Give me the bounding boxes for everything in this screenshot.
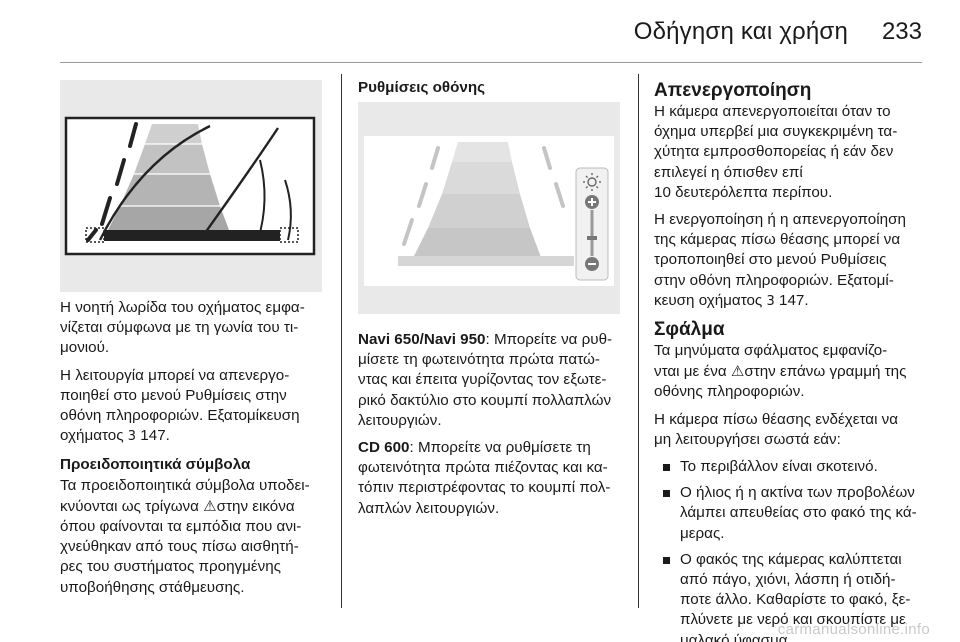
fault-paragraph: Τα μηνύματα σφάλματος εμφανίζο- νται με … bbox=[654, 341, 934, 403]
activation-text: Η ενεργοποίηση ή η απενεργοποίηση της κά… bbox=[654, 211, 906, 309]
warning-text-before: Τα προειδοποιητικά σύμβολα υποδει- κνύον… bbox=[60, 476, 310, 515]
header-divider bbox=[60, 62, 922, 63]
disable-text: Η λειτουργία μπορεί να απενεργο- ποιηθεί… bbox=[60, 366, 300, 445]
display-settings-heading: Ρυθμίσεις οθόνης bbox=[358, 79, 486, 96]
brightness-sun-icon bbox=[583, 173, 601, 191]
brightness-settings-figure bbox=[358, 102, 620, 314]
deactivation-heading: Απενεργοποίηση bbox=[654, 80, 812, 101]
navi-paragraph: Navi 650/Navi 950: Μπορείτε να ρυθ- μίσε… bbox=[358, 330, 632, 431]
column-2: Ρυθμίσεις οθόνης bbox=[358, 78, 628, 98]
page-reference-icon: 3 bbox=[127, 429, 137, 445]
disable-paragraph: Η λειτουργία μπορεί να απενεργο- ποιηθεί… bbox=[60, 366, 338, 448]
warning-triangle-icon: ⚠ bbox=[730, 362, 745, 381]
brightness-slider-handle bbox=[587, 236, 597, 240]
deactivation-paragraph: Η κάμερα απενεργοποιείται όταν το όχημα … bbox=[654, 103, 898, 201]
rear-camera-guidelines-illustration bbox=[60, 80, 322, 292]
malfunction-intro: Η κάμερα πίσω θέασης ενδέχεται να μη λει… bbox=[654, 410, 899, 448]
list-item: Ο ήλιος ή η ακτίνα των προβολέων λάμπει … bbox=[654, 483, 934, 544]
cd600-text: : Μπορείτε να ρυθμίσετε τη φωτεινότητα π… bbox=[358, 439, 611, 517]
warning-symbols-paragraph: Τα προειδοποιητικά σύμβολα υποδει- κνύον… bbox=[60, 476, 338, 598]
cd600-paragraph: CD 600: Μπορείτε να ρυθμίσετε τη φωτεινό… bbox=[358, 438, 632, 519]
warning-symbols-heading: Προειδοποιητικά σύμβολα bbox=[60, 456, 251, 474]
fault-text-before: Τα μηνύματα σφάλματος εμφανίζο- νται με … bbox=[654, 342, 888, 381]
navi-lead: Navi 650/Navi 950 bbox=[358, 331, 486, 348]
brightness-screen-illustration bbox=[358, 102, 620, 314]
fault-heading: Σφάλμα bbox=[654, 319, 725, 341]
page-reference-icon: 3 bbox=[766, 293, 775, 309]
watermark: carmanualsonline.info bbox=[777, 621, 930, 638]
page-number: 233 bbox=[881, 18, 922, 45]
navi-text: : Μπορείτε να ρυθ- μίσετε τη φωτεινότητα… bbox=[358, 331, 613, 429]
warning-triangle-icon: ⚠ bbox=[203, 496, 217, 515]
page-reference: 147. bbox=[779, 291, 809, 309]
column-1: Η νοητή λωρίδα του οχήματος εμφα- νίζετα… bbox=[60, 298, 338, 605]
chapter-title: Οδήγηση και χρήση bbox=[633, 18, 848, 45]
cd600-lead: CD 600 bbox=[358, 439, 410, 457]
list-item: Το περιβάλλον είναι σκοτεινό. bbox=[654, 457, 934, 477]
column-divider-1 bbox=[341, 74, 342, 608]
fault-text-after: στην επάνω γραμμή της οθόνης πληροφοριών… bbox=[654, 363, 907, 401]
guideline-paragraph: Η νοητή λωρίδα του οχήματος εμφα- νίζετα… bbox=[60, 299, 305, 357]
rear-camera-guidelines-figure bbox=[60, 80, 322, 292]
list-item: Ο φακός της κάμερας καλύπτεται από πάγο,… bbox=[654, 550, 934, 642]
warning-text-after: στην εικόνα όπου φαίνονται τα εμπόδια πο… bbox=[60, 497, 302, 596]
page-header: Οδήγηση και χρήση 233 bbox=[0, 0, 960, 63]
column-3: Απενεργοποίηση Η κάμερα απενεργοποιείται… bbox=[654, 80, 934, 642]
column-divider-2 bbox=[638, 74, 639, 608]
page-reference: 147. bbox=[140, 427, 170, 445]
activation-paragraph: Η ενεργοποίηση ή η απενεργοποίηση της κά… bbox=[654, 210, 934, 312]
column-2-text: Navi 650/Navi 950: Μπορείτε να ρυθ- μίσε… bbox=[358, 330, 632, 526]
